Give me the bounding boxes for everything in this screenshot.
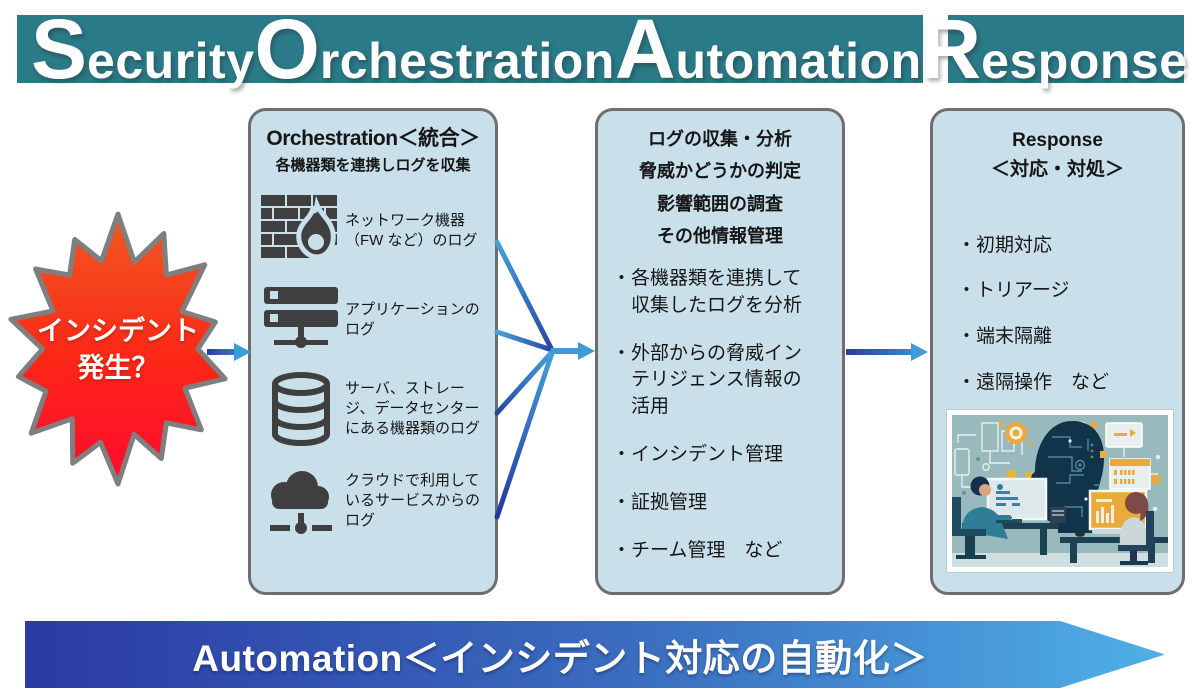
word-response: Response — [920, 7, 1188, 91]
soar-banner-right: Response — [920, 7, 1187, 91]
list-item: ・チーム管理 など — [612, 540, 783, 562]
automation-banner: Automation＜インシデント対応の自動化＞ — [25, 621, 1165, 688]
list-item: アプリケーションのログ — [257, 287, 491, 353]
response-initial: R — [920, 2, 982, 96]
incident-burst: インシデント 発生？ — [2, 208, 234, 492]
orchestration-initial: O — [254, 2, 320, 96]
response-title: Response ＜対応・対処＞ — [933, 126, 1182, 185]
soar-banner-left: Security Orchestration Automation — [17, 7, 923, 91]
list-item: ネットワーク機器（FW など）のログ — [257, 193, 491, 269]
cloud-icon — [257, 465, 345, 537]
response-bullet-list: ・初期対応 ・トリアージ ・端末隔離 ・遠隔操作 など — [933, 233, 1182, 396]
word-orchestration: Orchestration — [255, 7, 615, 91]
incident-label-line2: 発生？ — [77, 353, 159, 383]
list-item: ・外部からの脅威インテリジェンス情報の活用 — [612, 342, 803, 418]
incident-label-line1: インシデント — [37, 315, 199, 346]
automation-initial: A — [614, 2, 676, 96]
list-item: ・各機器類を連携して収集したログを分析 — [612, 267, 803, 316]
list-item: ・トリアージ — [957, 280, 1070, 302]
analysis-header-line: 脅威かどうかの判定 — [639, 161, 801, 182]
database-icon — [257, 371, 345, 447]
word-automation: Automation — [615, 7, 922, 91]
orchestration-title: Orchestration＜統合＞ — [266, 127, 480, 150]
list-item: クラウドで利用しているサービスからのログ — [257, 465, 491, 537]
ai-analyst-illustration — [946, 409, 1174, 573]
orchestration-subtitle: 各機器類を連携しログを収集 — [275, 157, 471, 174]
list-item: サーバ、ストレージ、データセンターにある機器類のログ — [257, 371, 491, 447]
firewall-icon — [257, 193, 345, 269]
orchestration-rest: rchestration — [319, 33, 615, 89]
starburst-shape — [8, 211, 228, 487]
word-security: Security — [31, 7, 255, 91]
list-item-label: アプリケーションのログ — [345, 300, 480, 338]
analysis-header-line: その他情報管理 — [657, 226, 783, 247]
incident-label: インシデント 発生？ — [2, 208, 234, 492]
list-item-label: サーバ、ストレージ、データセンターにある機器類のログ — [345, 379, 481, 438]
list-item-label: ネットワーク機器（FW など）のログ — [345, 211, 478, 249]
list-item: ・遠隔操作 など — [957, 371, 1110, 393]
list-item: ・インシデント管理 — [612, 444, 784, 466]
list-item: ・証拠管理 — [612, 492, 708, 514]
orchestration-panel: Orchestration＜統合＞ 各機器類を連携しログを収集 — [248, 108, 498, 595]
response-rest: esponse — [981, 33, 1188, 89]
log-source-list: ネットワーク機器（FW など）のログ — [251, 193, 495, 537]
analysis-panel: ログの収集・分析 脅威かどうかの判定 影響範囲の調査 その他情報管理 ・各機器類… — [595, 108, 845, 595]
list-item: ・端末隔離 — [957, 326, 1053, 348]
automation-rest: utomation — [675, 33, 922, 89]
security-initial: S — [31, 2, 88, 96]
automation-banner-label: Automation＜インシデント対応の自動化＞ — [192, 637, 928, 679]
security-rest: ecurity — [87, 33, 255, 89]
analysis-header-line: 影響範囲の調査 — [657, 193, 783, 214]
list-item-label: クラウドで利用しているサービスからのログ — [345, 471, 481, 530]
analysis-bullet-list: ・各機器類を連携して収集したログを分析 ・外部からの脅威インテリジェンス情報の活… — [598, 266, 842, 566]
server-icon — [257, 287, 345, 353]
analysis-header-line: ログの収集・分析 — [648, 129, 792, 149]
response-panel: Response ＜対応・対処＞ ・初期対応 ・トリアージ ・端末隔離 ・遠隔操… — [930, 108, 1185, 595]
response-title-line1: Response — [1012, 130, 1103, 151]
analysis-header: ログの収集・分析 脅威かどうかの判定 影響範囲の調査 その他情報管理 — [598, 123, 842, 253]
response-title-line2: ＜対応・対処＞ — [990, 159, 1124, 181]
list-item: ・初期対応 — [957, 234, 1053, 256]
